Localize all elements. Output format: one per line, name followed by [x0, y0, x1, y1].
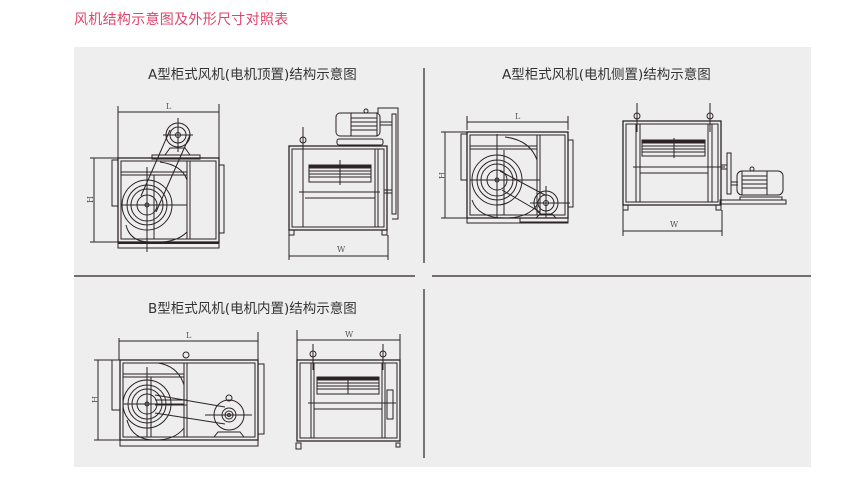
diagram-caption-a-top: A型柜式风机(电机顶置)结构示意图: [148, 67, 357, 83]
diagram-panel: [74, 47, 811, 467]
dim-label-w: W: [345, 330, 354, 339]
a-side-front-view: W: [622, 103, 787, 236]
a-top-front-view: W: [288, 107, 399, 260]
page-title: 风机结构示意图及外形尺寸对照表: [74, 12, 289, 28]
dim-label-h: H: [86, 196, 95, 203]
dim-label-h: H: [438, 172, 447, 179]
a-side-side-view: L H: [438, 112, 574, 224]
dim-label-w: W: [337, 245, 346, 254]
dim-label-l: L: [166, 102, 172, 111]
dim-label-h: H: [91, 396, 100, 403]
panel-dividers: [74, 68, 811, 458]
b-inner-front-view: W: [295, 330, 401, 450]
diagram-caption-b-inner: B型柜式风机(电机内置)结构示意图: [148, 301, 357, 317]
b-inner-side-view: L H: [91, 331, 265, 447]
a-top-side-view: L H: [86, 102, 225, 252]
diagram-caption-a-side: A型柜式风机(电机侧置)结构示意图: [502, 67, 711, 83]
dim-label-l: L: [515, 112, 521, 121]
dim-label-w: W: [670, 220, 679, 229]
dim-label-l: L: [186, 331, 192, 340]
